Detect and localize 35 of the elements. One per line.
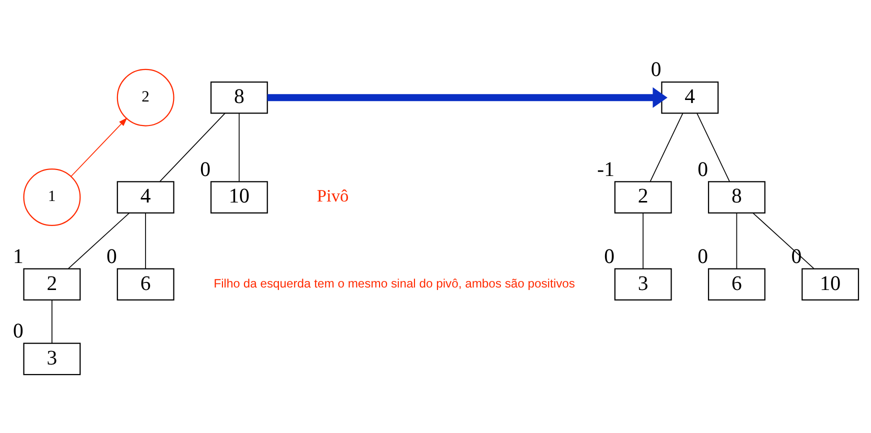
node-box: 4	[661, 80, 719, 114]
connector	[736, 212, 738, 268]
label: Filho da esquerda tem o mesmo sinal do pivô, ambos são positivos	[214, 276, 575, 290]
node-box: 3	[23, 342, 81, 375]
node-box: 8	[210, 80, 268, 114]
connector	[752, 212, 814, 268]
connector	[160, 112, 226, 182]
node-box: 3	[614, 268, 672, 300]
connector	[642, 212, 644, 268]
label: Pivô	[316, 186, 349, 206]
node-box: 8	[708, 180, 766, 213]
node-label: 0	[698, 157, 708, 180]
node-label: 0	[12, 318, 24, 342]
node-box: 6	[708, 268, 766, 300]
node-box: 2	[614, 180, 672, 213]
node-box: 4	[116, 180, 174, 213]
node-label: 0	[698, 244, 708, 268]
node-label: 0	[106, 244, 117, 268]
node-label: 1	[12, 244, 24, 268]
node-label: 0	[604, 244, 614, 268]
node-circle: 1	[23, 168, 81, 226]
connector	[145, 212, 146, 268]
node-box: 6	[116, 268, 174, 300]
arrow	[70, 117, 128, 176]
arrow	[267, 86, 668, 108]
node-box: 10	[802, 268, 860, 300]
connector	[68, 212, 130, 268]
node-label: 0	[200, 157, 211, 180]
connector	[650, 112, 684, 182]
connector	[238, 112, 240, 182]
node-label: -1	[597, 157, 614, 180]
node-label: 0	[650, 58, 662, 81]
node-box: 10	[210, 180, 268, 213]
node-box: 2	[23, 268, 81, 300]
connector	[696, 112, 730, 182]
